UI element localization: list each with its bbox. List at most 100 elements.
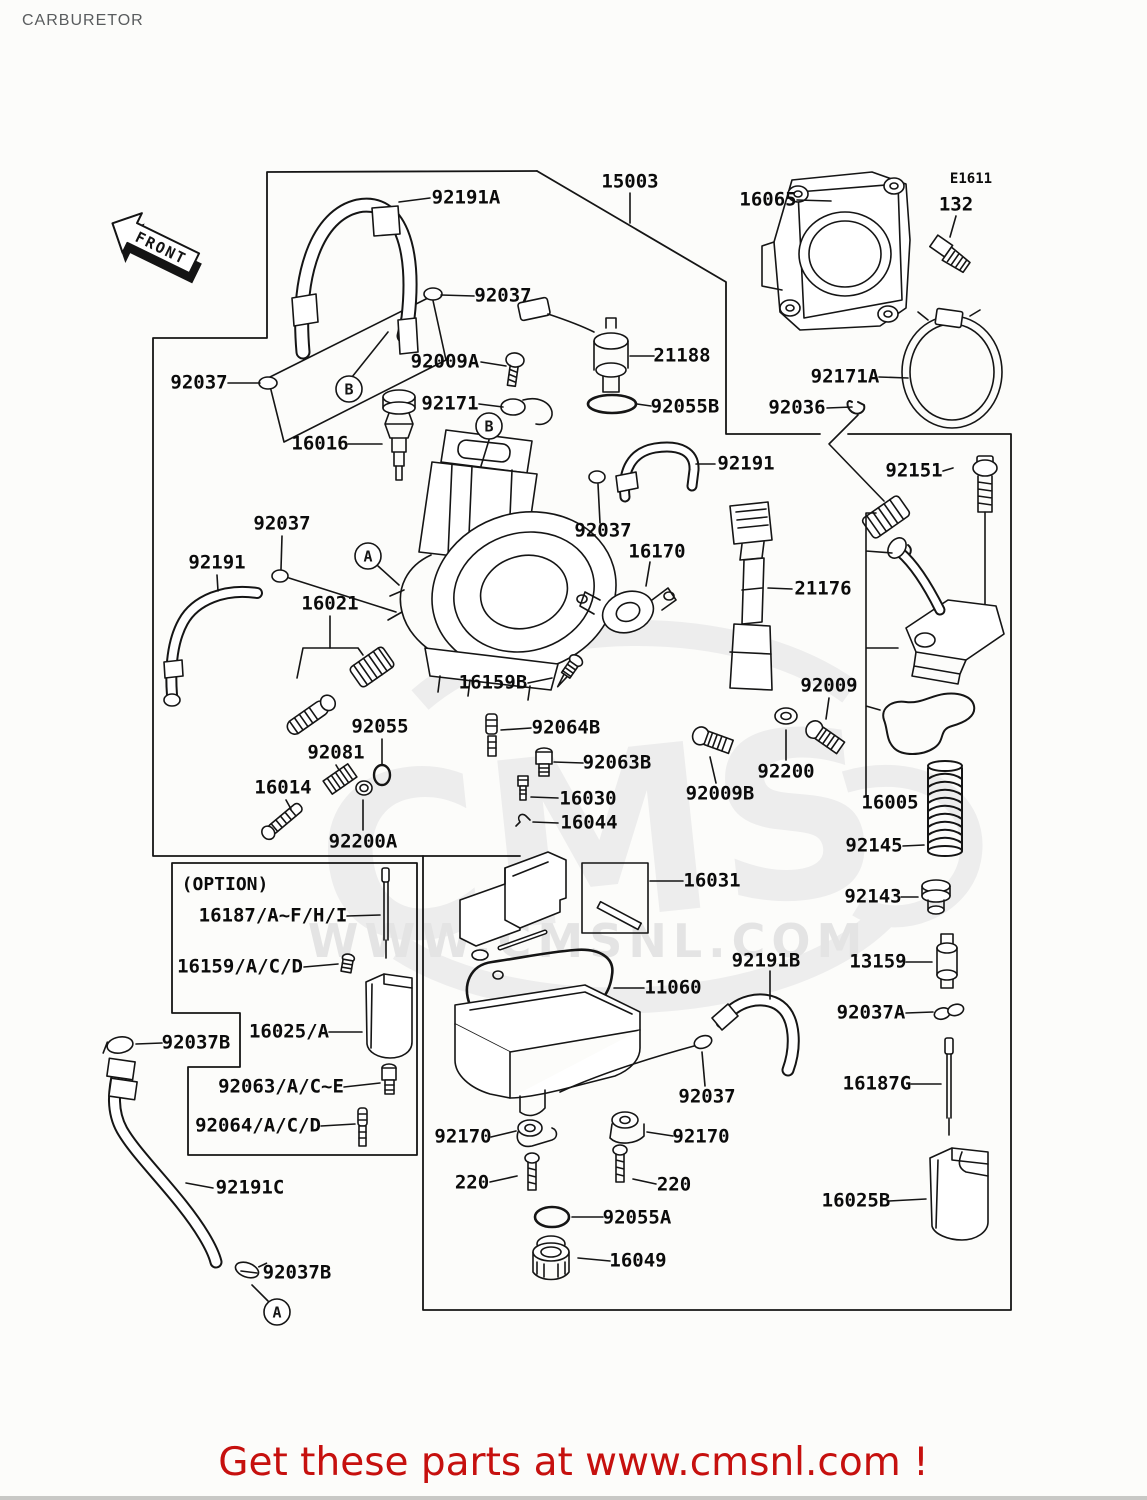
leader-lines	[135, 192, 957, 1302]
part-label-16025b[interactable]: 16025B	[821, 1189, 891, 1212]
part-label-132[interactable]: 132	[938, 193, 974, 216]
part-label-15003[interactable]: 15003	[601, 170, 659, 193]
part-label-92143[interactable]: 92143	[844, 885, 902, 908]
part-label-13159[interactable]: 13159	[849, 950, 907, 973]
spring-92145-drawing	[927, 760, 963, 857]
screw-16014-drawing	[261, 802, 303, 841]
spring-92081-drawing	[322, 763, 358, 795]
part-label-92200[interactable]: 92200	[757, 760, 815, 783]
footer-cta-link[interactable]: Get these parts at www.cmsnl.com !	[218, 1440, 929, 1485]
intake-flange-16065-drawing	[761, 171, 911, 331]
part-label-92009[interactable]: 92009	[800, 674, 858, 697]
part-label-16025-a[interactable]: 16025/A	[248, 1020, 330, 1043]
pump-cover-drawing	[887, 537, 1005, 685]
screw-92009a-drawing	[505, 352, 525, 388]
part-label-92171a[interactable]: 92171A	[810, 365, 880, 388]
part-label-16159-a-c-d[interactable]: 16159/A/C/D	[177, 955, 303, 978]
part-label-92063b[interactable]: 92063B	[582, 751, 652, 774]
part-label-92191[interactable]: 92191	[717, 452, 775, 475]
part-label-92151[interactable]: 92151	[885, 459, 943, 482]
part-label-16044[interactable]: 16044	[560, 811, 618, 834]
part-label-16187g[interactable]: 16187G	[842, 1072, 912, 1095]
part-label-92055[interactable]: 92055	[351, 715, 409, 738]
part-label-92171[interactable]: 92171	[421, 392, 479, 415]
jets-drawing	[485, 713, 553, 827]
part-label-92191c[interactable]: 92191C	[215, 1176, 285, 1199]
nut-92200a-drawing	[355, 780, 373, 796]
part-label-92191[interactable]: 92191	[188, 551, 246, 574]
hose-92191-right-drawing	[615, 441, 700, 503]
gasket-16005-drawing	[882, 692, 976, 755]
part-label-92037[interactable]: 92037	[678, 1085, 736, 1108]
part-label-11060[interactable]: 11060	[644, 976, 702, 999]
float-16031-drawing	[459, 851, 649, 961]
part-label-92009a[interactable]: 92009A	[410, 350, 480, 373]
view-marker-b-349: B	[335, 375, 363, 403]
bolt-132-drawing	[929, 234, 971, 274]
part-label-92064-a-c-d[interactable]: 92064/A/C/D	[195, 1114, 321, 1137]
part-label-16016[interactable]: 16016	[291, 432, 349, 455]
part-label-16030[interactable]: 16030	[559, 787, 617, 810]
part-label-92037a[interactable]: 92037A	[836, 1001, 906, 1024]
part-label-92145[interactable]: 92145	[845, 834, 903, 857]
part-label-92009b[interactable]: 92009B	[685, 782, 755, 805]
part-label-92191a[interactable]: 92191A	[431, 186, 501, 209]
part-label-92063-a-c-e[interactable]: 92063/A/C~E	[218, 1075, 344, 1098]
part-label-21176[interactable]: 21176	[794, 577, 852, 600]
part-label-92170[interactable]: 92170	[672, 1125, 730, 1148]
part-label-16031[interactable]: 16031	[683, 869, 741, 892]
diagram-border	[152, 170, 1012, 1311]
part-label-92064b[interactable]: 92064B	[531, 716, 601, 739]
part-label-16159b[interactable]: 16159B	[458, 671, 528, 694]
part-label-92037b[interactable]: 92037B	[262, 1261, 332, 1284]
part-label-92037[interactable]: 92037	[170, 371, 228, 394]
view-marker-a-277: A	[263, 1298, 291, 1326]
part-label-92037[interactable]: 92037	[474, 284, 532, 307]
part-label-220[interactable]: 220	[656, 1173, 692, 1196]
screw-92009-drawing	[805, 720, 846, 755]
svg-text:B: B	[344, 381, 353, 399]
oring-92055b-drawing	[586, 393, 638, 415]
tps-16170-drawing	[576, 587, 677, 634]
screw-92009b-drawing	[691, 726, 734, 755]
hose-92191b-drawing	[711, 993, 800, 1077]
svg-text:A: A	[363, 548, 372, 566]
part-label-16065[interactable]: 16065	[739, 188, 797, 211]
pilot-screw-16159b-drawing	[556, 653, 584, 688]
jet-needle-16187g-drawing	[944, 1037, 954, 1136]
reference-markers: B B A A	[263, 375, 503, 1326]
needle-valve-16016-drawing	[382, 389, 416, 481]
part-label-16021[interactable]: 16021	[301, 592, 359, 615]
part-label-e1611[interactable]: E1611	[949, 171, 993, 187]
part-label-92055a[interactable]: 92055A	[602, 1206, 672, 1229]
part-label-92200a[interactable]: 92200A	[328, 830, 398, 853]
bolt-220-right-drawing	[612, 1144, 628, 1183]
sensor-21176-drawing	[729, 501, 773, 691]
part-label-16014[interactable]: 16014	[254, 776, 312, 799]
part-label-92037[interactable]: 92037	[253, 512, 311, 535]
part-label-16187-a-f-h-i[interactable]: 16187/A~F/H/I	[198, 904, 348, 927]
part-label-92055b[interactable]: 92055B	[650, 395, 720, 418]
part-label-92191b[interactable]: 92191B	[731, 949, 801, 972]
part-label-92081[interactable]: 92081	[307, 741, 365, 764]
oring-92055a-drawing	[533, 1205, 571, 1229]
part-label-92036[interactable]: 92036	[768, 396, 826, 419]
clip-92036-drawing	[846, 400, 866, 415]
slide-16025b-drawing	[929, 1147, 989, 1241]
bracket-92170-right-drawing	[609, 1111, 645, 1144]
part-label-92037[interactable]: 92037	[574, 519, 632, 542]
part-label-92170[interactable]: 92170	[434, 1125, 492, 1148]
hose-92191c-drawing	[106, 1057, 223, 1269]
part-label-16049[interactable]: 16049	[609, 1249, 667, 1272]
part-label-220[interactable]: 220	[454, 1171, 490, 1194]
clip-92037-bottom-drawing	[559, 1034, 713, 1093]
slide-screw-16021-drawing	[286, 646, 395, 735]
part-label-16005[interactable]: 16005	[861, 791, 919, 814]
part-label-option[interactable]: (OPTION)	[181, 874, 269, 895]
part-label-92037b[interactable]: 92037B	[161, 1031, 231, 1054]
part-label-21188[interactable]: 21188	[653, 344, 711, 367]
view-marker-b-489: B	[475, 412, 503, 440]
part-label-16170[interactable]: 16170	[628, 540, 686, 563]
